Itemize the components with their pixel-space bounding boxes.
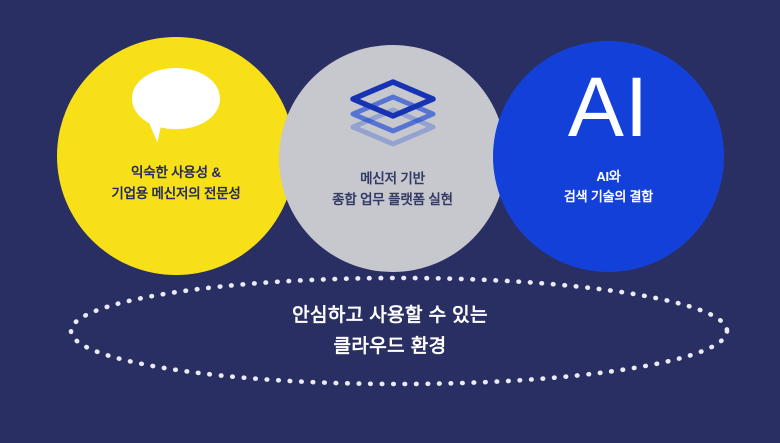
speech-bubble-icon <box>132 68 220 143</box>
stacked-layers-icon-wrap <box>345 63 441 163</box>
ai-wordmark: AI <box>567 60 650 154</box>
pillar-caption-usability: 익숙한 사용성 & 기업용 메신저의 전문성 <box>111 165 241 201</box>
pillar-circle-ai[interactable]: AI AI와 검색 기술의 결합 <box>493 41 724 272</box>
foundation-caption: 안심하고 사용할 수 있는 클라우드 환경 <box>292 305 488 358</box>
pillar-circle-platform[interactable]: 메신저 기반 종합 업무 플랫폼 실현 <box>279 45 506 272</box>
speech-bubble-icon-wrap <box>130 51 222 161</box>
stacked-layers-icon <box>349 79 436 147</box>
pillar-caption-platform: 메신저 기반 종합 업무 플랫폼 실현 <box>332 171 453 207</box>
ai-wordmark-wrap: AI <box>568 51 649 163</box>
pillar-circle-usability[interactable]: 익숙한 사용성 & 기업용 메신저의 전문성 <box>57 37 295 275</box>
pillar-caption-ai: AI와 검색 기술의 결합 <box>563 169 654 205</box>
